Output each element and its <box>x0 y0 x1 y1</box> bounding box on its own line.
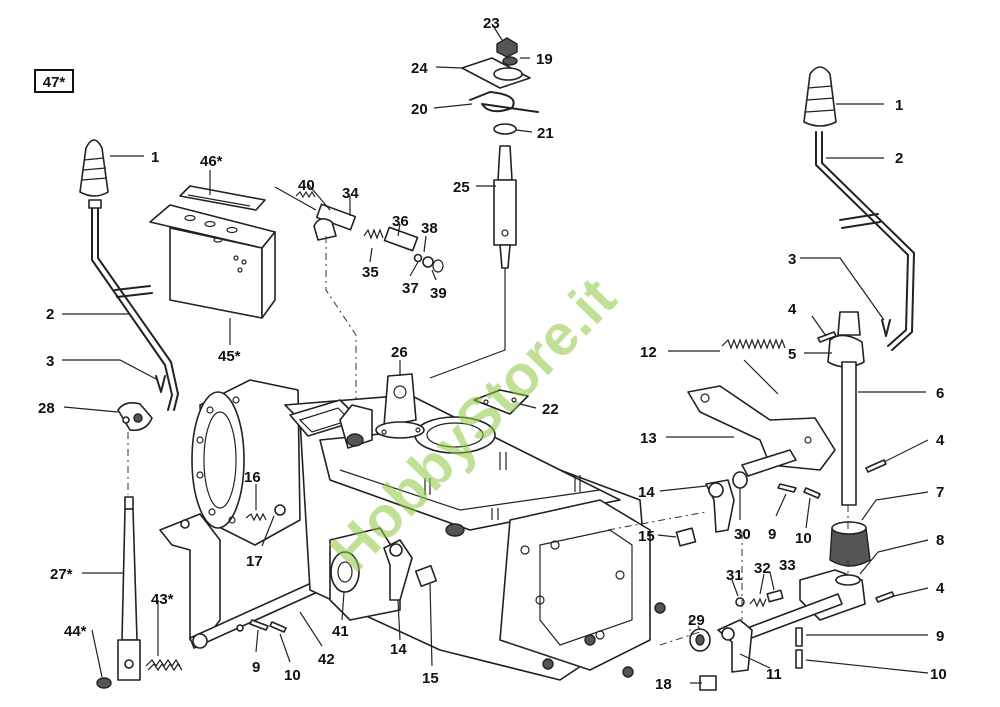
callout-l30: 30 <box>734 526 751 543</box>
callout-l31: 31 <box>726 567 743 584</box>
callout-r10: 10 <box>930 666 947 683</box>
callout-l9b: 9 <box>768 526 776 543</box>
callout-r5: 5 <box>788 346 796 363</box>
pins-9-10-left <box>249 619 287 633</box>
callout-l28: 28 <box>38 400 55 417</box>
callout-l21: 21 <box>537 125 554 142</box>
callout-l22: 22 <box>542 401 559 418</box>
decal-46 <box>179 185 266 211</box>
callout-r1: 1 <box>895 97 903 114</box>
callout-l16: 16 <box>244 469 261 486</box>
callout-l38: 38 <box>421 220 438 237</box>
callout-l37: 37 <box>402 280 419 297</box>
callout-l25: 25 <box>453 179 470 196</box>
callout-l39: 39 <box>430 285 447 302</box>
plunger-parts-34-40 <box>274 186 444 273</box>
callout-l32: 32 <box>754 560 771 577</box>
selector-stack-19-25 <box>461 37 539 269</box>
leader-lines <box>62 23 929 684</box>
callout-l11: 11 <box>766 666 782 683</box>
callout-l35: 35 <box>362 264 379 281</box>
callout-l42: 42 <box>318 651 335 668</box>
gearbox-housing <box>191 373 666 681</box>
callout-r4b: 4 <box>936 432 945 449</box>
callout-r4a: 4 <box>788 301 797 318</box>
callout-r6: 6 <box>936 385 944 402</box>
right-shift-lever <box>741 66 915 669</box>
callout-l29: 29 <box>688 612 705 629</box>
callout-l17: 17 <box>246 553 263 570</box>
callout-l45: 45* <box>218 348 241 365</box>
callout-l23: 23 <box>483 15 500 32</box>
callout-l26: 26 <box>391 344 408 361</box>
rod-27 <box>117 496 141 681</box>
callout-labels: 1 2 3 28 27* 44* 43* 46* 45* 40 34 36 38… <box>38 15 947 693</box>
callout-r2: 2 <box>895 150 903 167</box>
callout-l27: 27* <box>50 566 73 583</box>
callout-r3: 3 <box>788 251 796 268</box>
callout-l15b: 15 <box>638 528 655 545</box>
callout-r9: 9 <box>936 628 944 645</box>
callout-l12: 12 <box>640 344 657 361</box>
callout-l33: 33 <box>779 557 796 574</box>
callout-l41: 41 <box>332 623 349 640</box>
callout-l9a: 9 <box>252 659 260 676</box>
selector-linkage <box>675 338 836 691</box>
callout-l19: 19 <box>536 51 553 68</box>
callout-l14b: 14 <box>638 484 655 501</box>
callout-l10b: 10 <box>795 530 812 547</box>
callout-l34: 34 <box>342 185 359 202</box>
callout-l44: 44* <box>64 623 87 640</box>
figure-tag: 47* <box>34 69 74 93</box>
callout-r8: 8 <box>936 532 944 549</box>
coupler-28 <box>117 402 153 432</box>
callout-l2: 2 <box>46 306 54 323</box>
callout-l10a: 10 <box>284 667 301 684</box>
callout-l40: 40 <box>298 177 315 194</box>
callout-l1: 1 <box>151 149 159 166</box>
callout-l36: 36 <box>392 213 409 230</box>
callout-l24: 24 <box>411 60 428 77</box>
callout-r4c: 4 <box>936 580 945 597</box>
callout-l14a: 14 <box>390 641 407 658</box>
callout-l20: 20 <box>411 101 428 118</box>
callout-l13: 13 <box>640 430 657 447</box>
callout-l46: 46* <box>200 153 223 170</box>
callout-l15a: 15 <box>422 670 439 687</box>
callout-l3: 3 <box>46 353 54 370</box>
figure-tag-text: 47* <box>43 74 66 91</box>
callout-l43: 43* <box>151 591 174 608</box>
callout-l18: 18 <box>655 676 672 693</box>
bracket-45 <box>149 204 276 319</box>
callout-r7: 7 <box>936 484 944 501</box>
